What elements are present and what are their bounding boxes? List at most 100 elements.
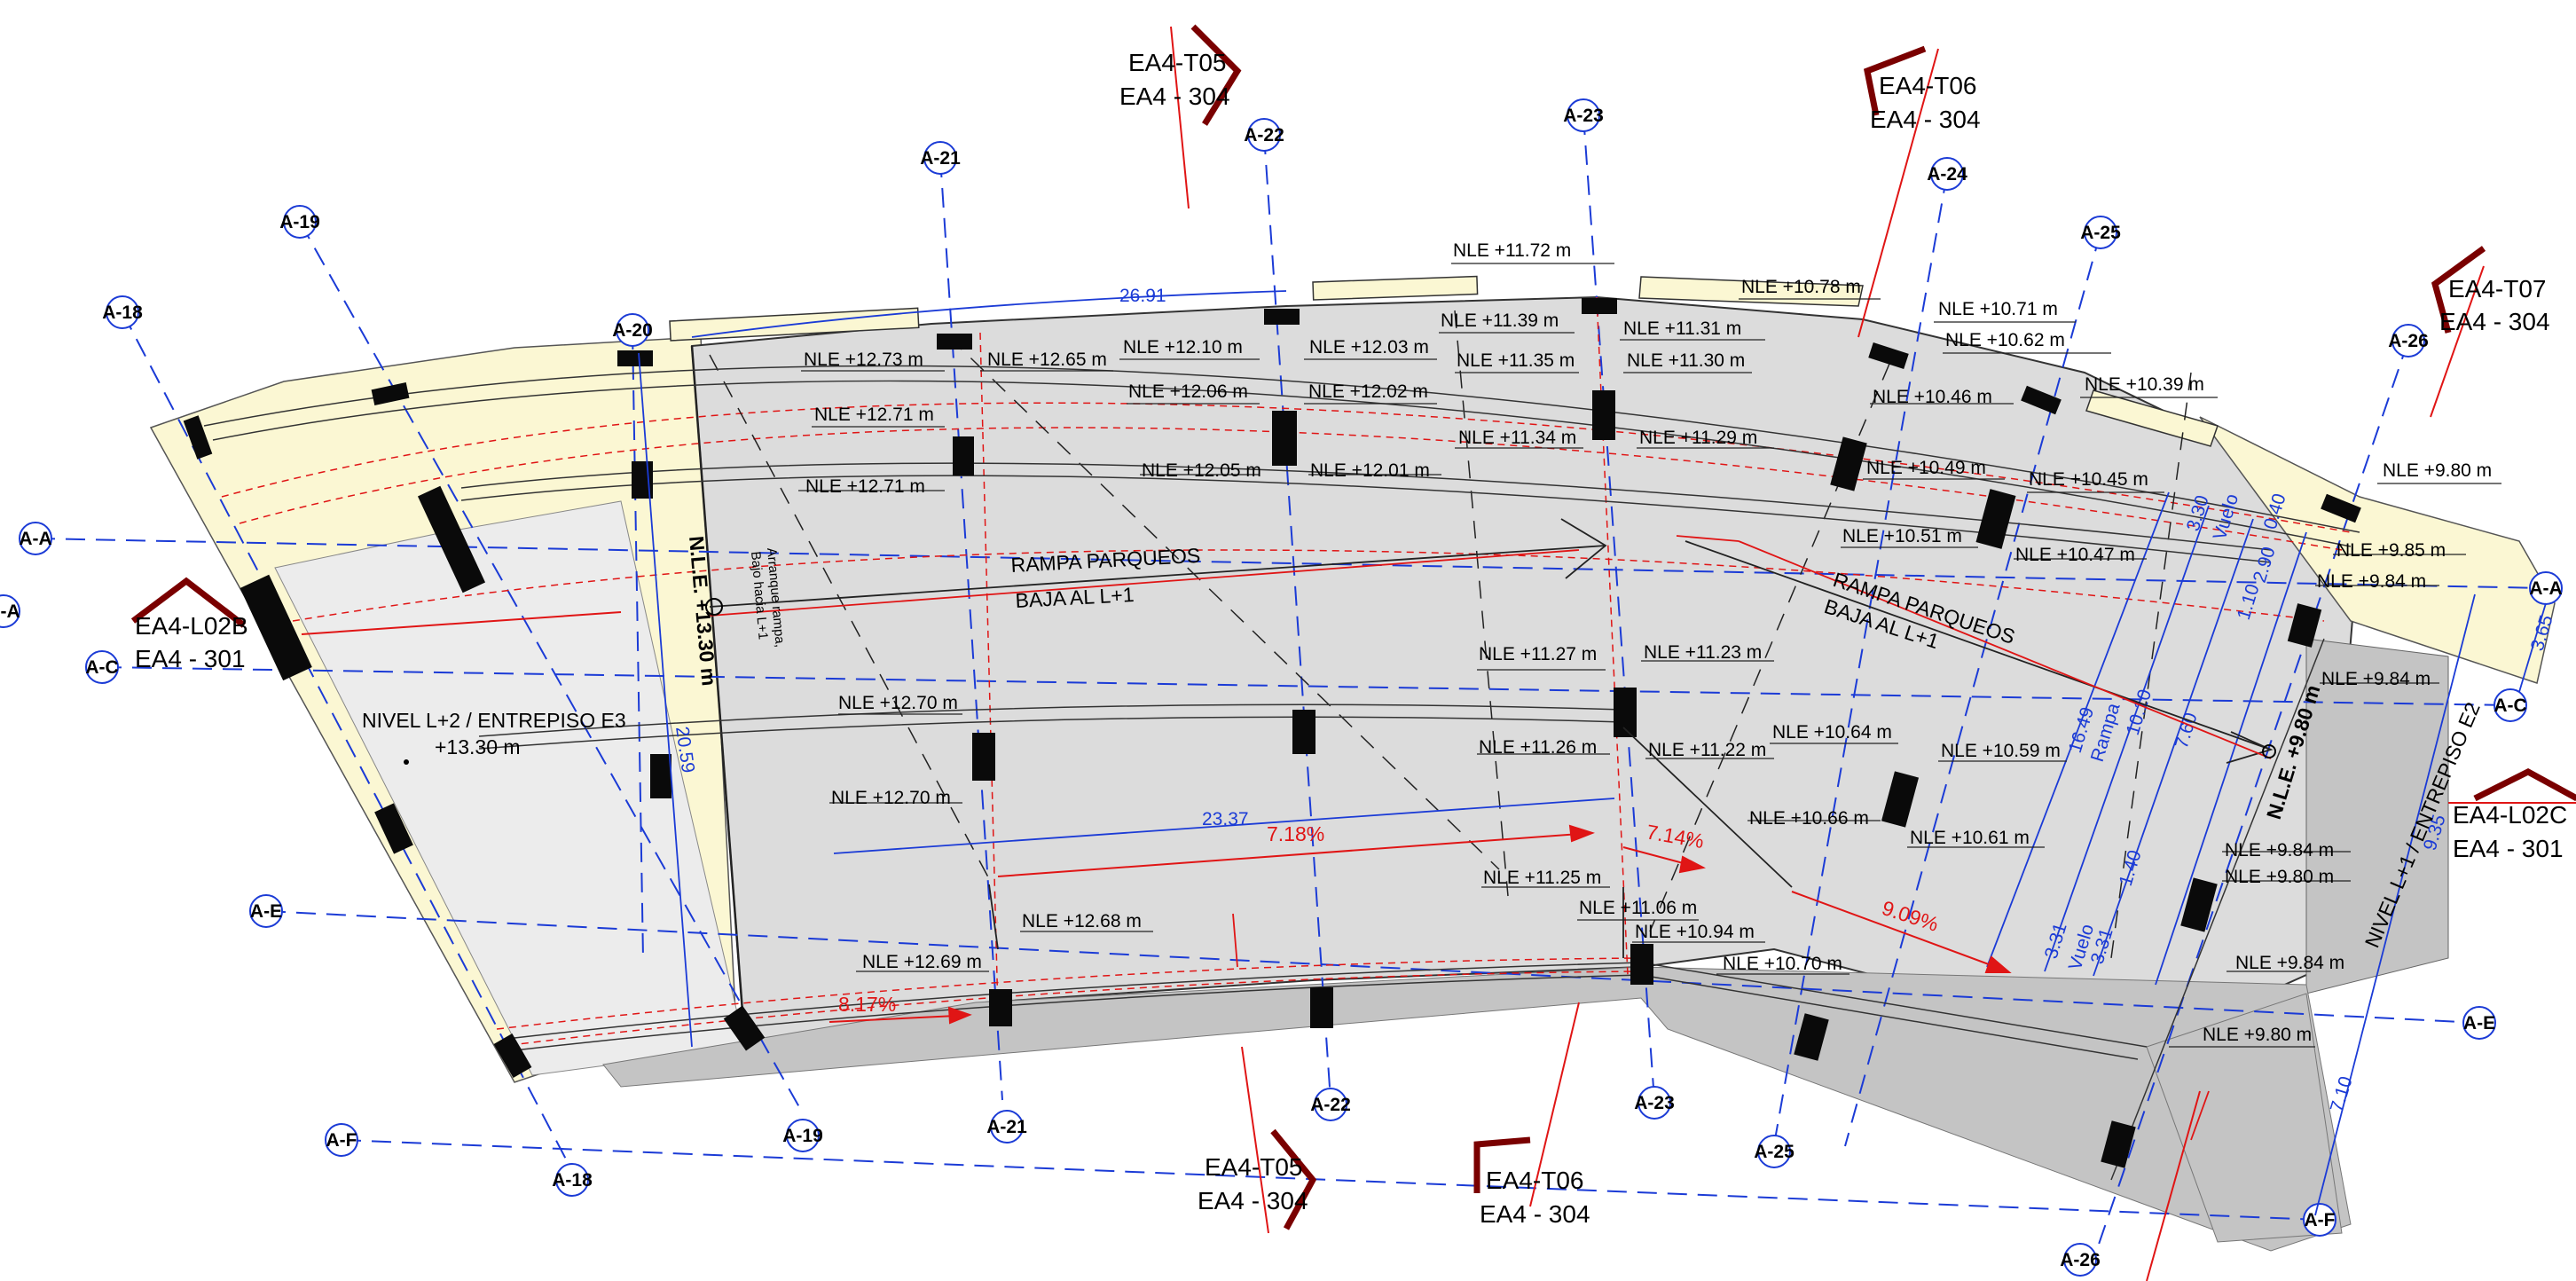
level-mark: NLE +12.69 m [862, 952, 982, 972]
ref-l02b-code: EA4-L02B [135, 612, 248, 640]
ramp-arrows [709, 518, 2274, 958]
ramp-red-guides [709, 535, 2272, 1141]
level-mark: NLE +11.39 m [1441, 310, 1559, 331]
level-mark: NLE +9.84 m [2321, 669, 2431, 689]
level-mark: NLE +12.01 m [1310, 460, 1430, 481]
level-mark: NLE +12.70 m [831, 788, 951, 808]
level-mark: NLE +11.25 m [1483, 868, 1601, 888]
level-mark: NLE +10.45 m [2029, 469, 2148, 490]
level-mark: NLE +10.71 m [1938, 299, 2058, 319]
ref-t06-bottom-code: EA4-T06 [1486, 1167, 1584, 1194]
level-mark: NLE +11.34 m [1458, 428, 1576, 448]
ref-l02c-code: EA4-L02C [2453, 801, 2567, 829]
dimension-lines [638, 290, 2547, 1216]
bubble-a23-bottom: A-23 [1634, 1093, 1675, 1113]
bubble-ae-left: A-E [250, 901, 282, 922]
level-mark: NLE +10.64 m [1772, 722, 1892, 743]
level-mark: NLE +10.46 m [1873, 387, 1992, 407]
level-mark: NLE +11.29 m [1639, 428, 1757, 448]
level-mark: NLE +10.70 m [1723, 954, 1842, 974]
bubble-ac-left: A-C [85, 657, 118, 678]
section-ref-labels: EA4-T05 EA4 - 304 EA4-T06 EA4 - 304 EA4-… [135, 49, 2567, 1228]
level-mark: NLE +10.78 m [1741, 277, 1861, 297]
level-left-elev: +13.30 m [435, 735, 521, 758]
bubble-a18-bottom: A-18 [552, 1170, 593, 1191]
level-mark: NLE +10.94 m [1635, 922, 1755, 942]
level-mark: NLE +12.70 m [838, 693, 958, 713]
level-mark: NLE +12.68 m [1022, 911, 1142, 931]
bubble-a18-top: A-18 [102, 303, 143, 323]
ref-t05-bottom-sheet: EA4 - 304 [1198, 1187, 1308, 1214]
level-mark: NLE +10.61 m [1910, 828, 2030, 848]
level-mark: NLE +12.02 m [1308, 381, 1428, 402]
dim-7-10: 7.10 [2327, 1074, 2357, 1115]
ref-t05-bottom-code: EA4-T05 [1205, 1153, 1303, 1181]
level-mark: NLE +12.73 m [804, 350, 923, 370]
bubble-a25-top: A-25 [2080, 223, 2121, 243]
level-mark: NLE +11.30 m [1627, 350, 1745, 371]
level-mark: NLE +11.27 m [1479, 644, 1597, 664]
level-mark: NLE +10.49 m [1866, 458, 1986, 478]
bubble-a21-bottom: A-21 [986, 1117, 1027, 1137]
ramp-left-edge [690, 345, 747, 1048]
bubble-ac-right: A-C [2494, 696, 2526, 716]
bubble-a24-top: A-24 [1927, 164, 1967, 185]
level-mark: NLE +10.62 m [1945, 330, 2065, 350]
ref-t05-top-sheet: EA4 - 304 [1119, 83, 1230, 110]
grid-bubble-labels: A-18 A-19 A-20 A-21 A-22 A-23 A-24 A-25 … [0, 106, 2563, 1270]
plan-areas [149, 275, 2556, 1252]
level-mark: NLE +11.72 m [1453, 240, 1571, 261]
top-strip-2 [1312, 275, 1479, 301]
columns [183, 298, 2361, 1168]
level-mark: NLE +9.80 m [2203, 1025, 2312, 1045]
slope-7-18: 7.18% [1267, 822, 1324, 845]
slope-arrows [829, 824, 2012, 1025]
level-mark: NLE +12.06 m [1128, 381, 1248, 402]
area-right-cream [2199, 416, 2556, 684]
level-mark: NLE +11.06 m [1579, 898, 1697, 918]
level-mark: NLE +10.59 m [1941, 741, 2061, 761]
level-mark: NLE +9.84 m [2235, 953, 2344, 973]
ref-l02c-sheet: EA4 - 301 [2453, 835, 2564, 862]
bubble-af-right: A-F [2305, 1210, 2336, 1230]
level-mark: NLE +9.80 m [2225, 867, 2334, 887]
bubble-a19-bottom: A-19 [782, 1126, 823, 1146]
section-markers [130, 24, 2576, 1230]
level-mark: NLE +12.05 m [1142, 460, 1261, 481]
level-mark: NLE +9.85 m [2336, 540, 2446, 561]
beams [203, 365, 2360, 1181]
level-mark: NLE +12.10 m [1123, 337, 1243, 358]
level-left-name: NIVEL L+2 / ENTREPISO E3 [362, 709, 626, 732]
top-strip-4 [2085, 389, 2219, 447]
bubble-ae-right: A-E [2463, 1013, 2495, 1033]
bubble-aa-left: A-A [19, 529, 51, 549]
level-marks: NLE +11.72 m NLE +10.78 m NLE +10.71 m N… [804, 240, 2492, 1045]
level-mark: NLE +11.26 m [1479, 737, 1597, 758]
level-mark: NLE +10.39 m [2085, 374, 2204, 395]
level-mark: NLE +10.47 m [2015, 545, 2135, 565]
bubble-aa-left-2: A-A [0, 601, 20, 622]
level-mark: NLE +9.84 m [2225, 840, 2334, 861]
dim-26-91: 26.91 [1119, 286, 1166, 306]
ref-t06-top-sheet: EA4 - 304 [1870, 106, 1981, 133]
level-mark: NLE +10.66 m [1749, 808, 1869, 829]
bubble-a25-bottom: A-25 [1754, 1142, 1795, 1162]
grid-bubbles [0, 98, 2563, 1277]
bubble-aa-right: A-A [2529, 578, 2562, 599]
level-mark: NLE +12.71 m [814, 405, 934, 425]
level-mark: NLE +11.22 m [1648, 740, 1766, 760]
level-mark-leaders [798, 263, 2501, 1048]
bubble-a23-top: A-23 [1563, 106, 1604, 126]
area-right-slab [2305, 638, 2449, 994]
bubble-a26-top: A-26 [2388, 331, 2429, 351]
bubble-af-left: A-F [326, 1130, 357, 1151]
bubble-a22-bottom: A-22 [1310, 1095, 1351, 1115]
level-mark: NLE +12.71 m [805, 476, 925, 497]
bubble-a21-top: A-21 [920, 148, 961, 169]
level-mark: NLE +10.51 m [1842, 526, 1962, 546]
ref-t05-top-code: EA4-T05 [1128, 49, 1227, 76]
area-lower-right [2146, 993, 2343, 1243]
level-mark: NLE +12.65 m [987, 350, 1107, 370]
section-cut-lines [301, 26, 2576, 1281]
